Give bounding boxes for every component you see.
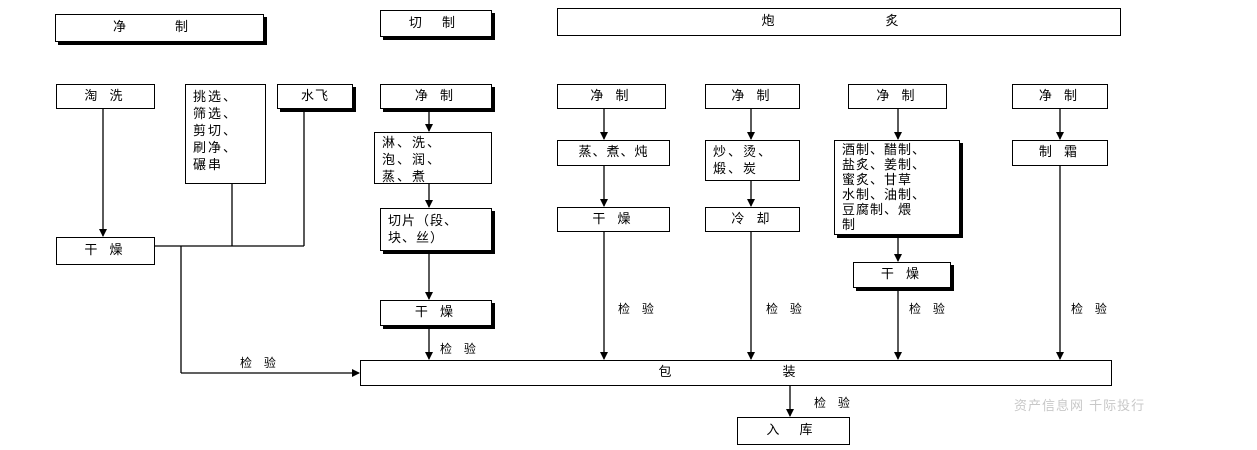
box-baozhuang: 包 装 [360,360,1112,386]
box-jiuzhi: 酒制、醋制、 盐炙、姜制、 蜜炙、甘草 水制、油制、 豆腐制、煨 制 [834,140,960,235]
label-jianyan-4: 检 验 [766,302,806,316]
header-qiezhi: 切 制 [380,10,492,37]
label-jianyan-7: 检 验 [814,396,854,410]
box-ganzao-2: 干 燥 [380,300,492,326]
box-ganzao-1: 干 燥 [56,237,155,265]
box-jingzhi-3: 净 制 [557,84,666,109]
box-linxi: 淋、洗、 泡、润、 蒸、煮 [374,132,492,185]
box-lengque: 冷 却 [705,207,800,232]
box-jingzhi-5: 净 制 [848,84,947,109]
box-ganzao-3: 干 燥 [557,207,670,232]
box-zhishuang: 制 霜 [1012,140,1108,166]
label-jianyan-2: 检 验 [440,342,480,356]
box-ganzao-5: 干 燥 [853,262,951,288]
box-jingzhi-6: 净 制 [1012,84,1108,109]
box-tiaoxuan: 挑选、 筛选、 剪切、 刷净、 碾串 [185,84,266,184]
label-jianyan-3: 检 验 [618,302,658,316]
box-qiepian: 切片（段、 块、丝） [380,208,492,251]
header-jingzhi: 净 制 [55,14,264,42]
label-jianyan-6: 检 验 [1071,302,1111,316]
box-shuifei: 水飞 [277,84,353,109]
label-jianyan-5: 检 验 [909,302,949,316]
box-jingzhi-2: 净 制 [380,84,492,109]
box-taoxi: 淘 洗 [56,84,155,109]
box-zheng: 蒸、煮、炖 [557,140,670,166]
box-chao: 炒、烫、 煅、炭 [705,140,800,181]
box-jingzhi-4: 净 制 [705,84,800,109]
header-paozhi: 炮 炙 [557,8,1121,36]
box-ruku: 入 库 [737,417,850,445]
label-jianyan-1: 检 验 [240,356,280,370]
watermark: 资产信息网 千际投行 [1014,399,1146,414]
